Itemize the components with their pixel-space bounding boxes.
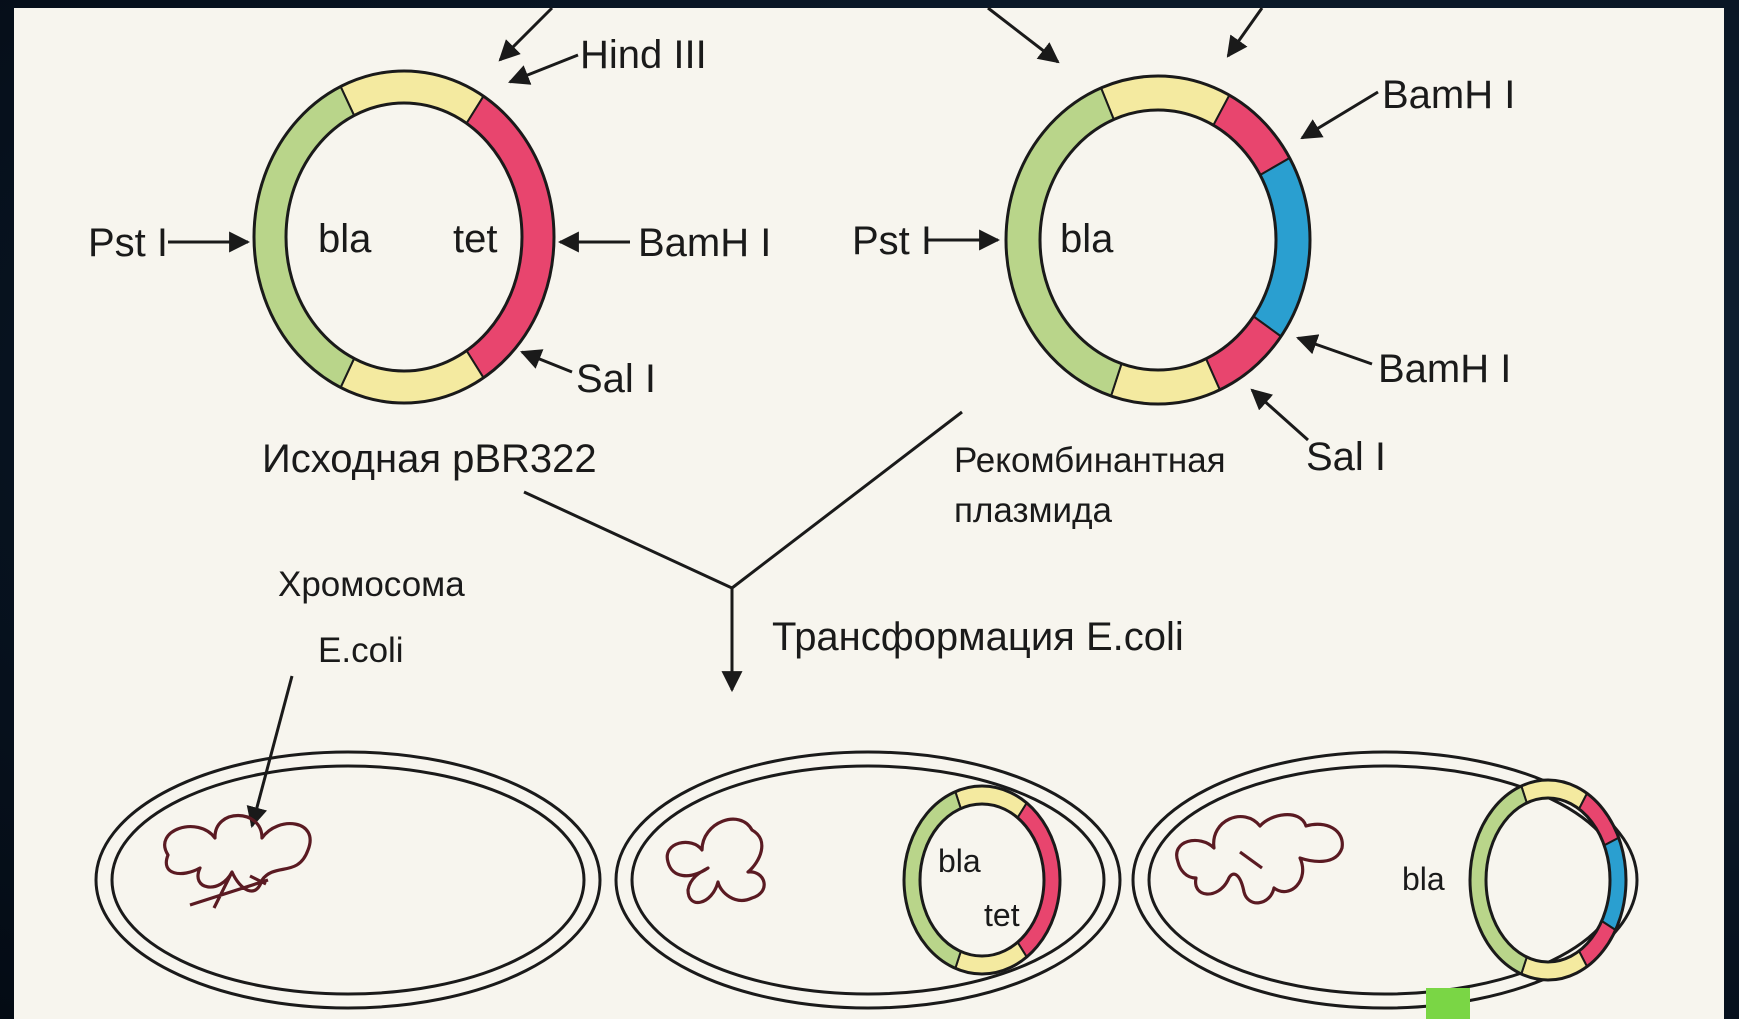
site-pst-label-original: Pst I <box>88 221 168 265</box>
recombinant-gene-bla-label: bla <box>1060 217 1114 261</box>
chromosome-label-line2: E.coli <box>318 631 404 670</box>
site-bamh-bottom-label: BamH I <box>1378 347 1511 391</box>
site-hind-label: Hind III <box>580 33 707 77</box>
original-gene-bla-label: bla <box>318 217 372 261</box>
site-sal-label-original: Sal I <box>576 357 656 401</box>
recombinant-name-line2: плазмида <box>954 491 1113 530</box>
site-pst-label-recombinant: Pst I <box>852 219 932 263</box>
recombinant-name-line1: Рекомбинантная <box>954 441 1226 480</box>
transformation-label: Трансформация E.coli <box>772 615 1184 659</box>
green-square-marker-icon <box>1426 988 1470 1019</box>
cell-2-plasmid-gene-bla: bla <box>938 843 981 879</box>
cell-3-plasmid-gene-bla: bla <box>1402 861 1445 897</box>
site-bamh-top-label: BamH I <box>1382 73 1515 117</box>
chromosome-label-line1: Хромосома <box>278 565 465 604</box>
site-sal-label-recombinant: Sal I <box>1306 435 1386 479</box>
original-plasmid-name: Исходная pBR322 <box>262 437 597 481</box>
original-gene-tet-label: tet <box>453 217 497 261</box>
site-bamh-label-original: BamH I <box>638 221 771 265</box>
cell-2-plasmid-gene-tet: tet <box>984 897 1020 933</box>
